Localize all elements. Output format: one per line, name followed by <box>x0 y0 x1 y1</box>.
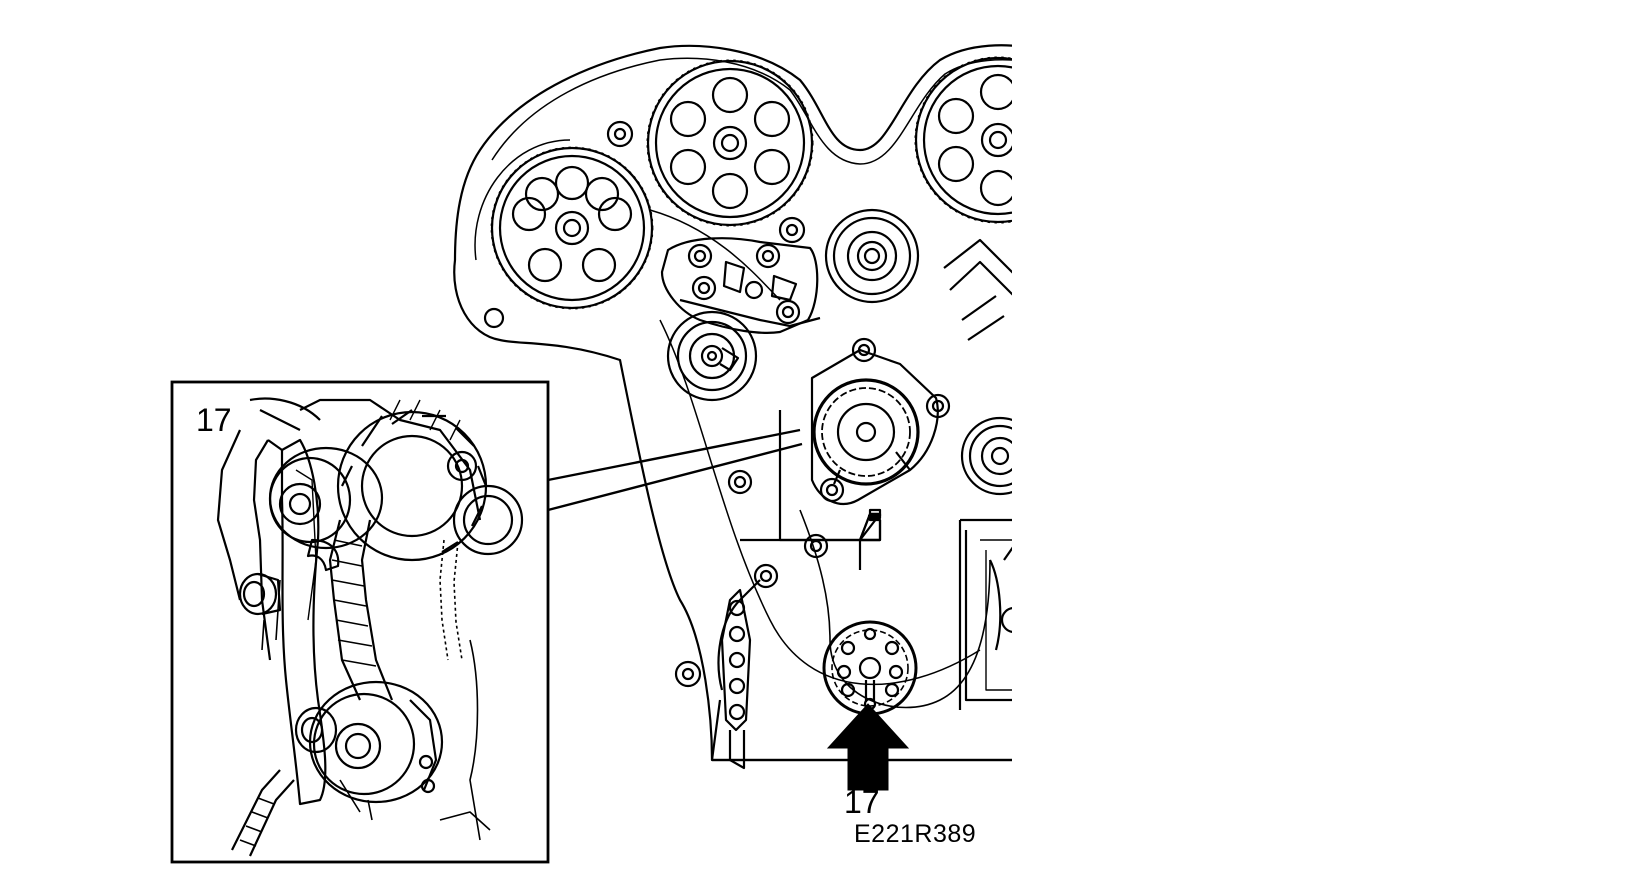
engine-front-view <box>453 44 1012 770</box>
leader-lines <box>547 428 803 512</box>
bracket-cluster <box>660 237 821 334</box>
inset-adjust-knob <box>238 572 282 616</box>
camshaft-gear-left <box>490 146 654 310</box>
camshaft-gear-center <box>646 59 814 227</box>
callout-number-inset: 17 <box>196 402 232 438</box>
inset-tensioner-arm <box>280 438 327 806</box>
cover-plate <box>778 410 882 542</box>
inset-upper-roller <box>268 446 384 550</box>
figure-id-label: E221R389 <box>854 820 977 848</box>
bolt-strip <box>720 588 752 770</box>
belt-tensioner <box>666 310 758 402</box>
water-pump <box>810 337 951 505</box>
idler-pulley-right <box>960 416 1012 496</box>
inset-detail <box>170 380 803 864</box>
crank-housing <box>958 518 1012 710</box>
inset-lower-roller <box>308 680 444 821</box>
timing-belt <box>474 139 981 685</box>
callout-arrow <box>826 703 910 791</box>
callout-number-main: 17 <box>844 784 880 820</box>
inset-frame <box>170 380 550 864</box>
inset-lock-knob <box>294 706 338 754</box>
inset-hose <box>231 769 295 857</box>
idler-pulley-upper <box>824 208 920 304</box>
camshaft-gear-right <box>914 56 1012 224</box>
